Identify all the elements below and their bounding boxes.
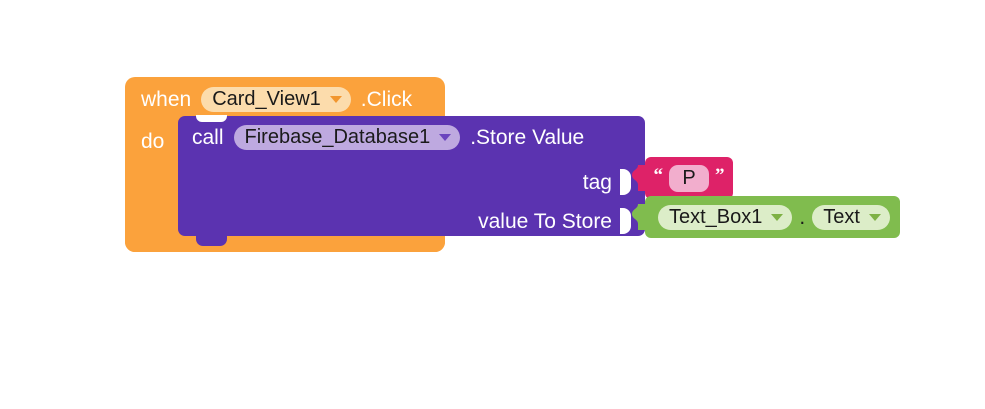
- socket-tag-label: tag: [582, 170, 612, 194]
- text-string-block[interactable]: “ P ”: [632, 157, 733, 199]
- event-do-label: do: [141, 130, 165, 153]
- text-close-quote: ”: [715, 164, 725, 186]
- socket-tag-notch: [620, 169, 631, 195]
- call-component-name: Firebase_Database1: [244, 126, 431, 148]
- getter-separator: .: [799, 205, 806, 229]
- getter-property-name: Text: [823, 205, 860, 228]
- text-value-content: P: [682, 166, 696, 189]
- call-block-header: call Firebase_Database1 .Store Value: [192, 125, 584, 150]
- socket-tag: tag: [583, 169, 631, 195]
- getter-property-dropdown[interactable]: Text: [812, 204, 890, 230]
- call-block-firebase-store-value[interactable]: call Firebase_Database1 .Store Value tag…: [178, 115, 645, 246]
- call-method-name: .Store Value: [470, 126, 585, 149]
- text-open-quote: “: [653, 164, 664, 186]
- call-label: call: [192, 126, 224, 149]
- value-plug-icon: [632, 165, 646, 191]
- call-component-dropdown[interactable]: Firebase_Database1: [233, 125, 461, 150]
- event-component-dropdown[interactable]: Card_View1: [201, 86, 351, 112]
- chevron-down-icon: [329, 95, 342, 103]
- chevron-down-icon: [868, 213, 881, 221]
- statement-bottom-notch: [196, 236, 227, 246]
- getter-component-dropdown[interactable]: Text_Box1: [658, 204, 793, 230]
- event-component-name: Card_View1: [212, 87, 321, 110]
- chevron-down-icon: [439, 134, 452, 141]
- statement-top-notch: [196, 115, 227, 122]
- value-plug-icon: [632, 204, 646, 230]
- text-value-field[interactable]: P: [669, 164, 709, 192]
- socket-value-to-store-notch: [620, 208, 631, 234]
- getter-component-name: Text_Box1: [669, 205, 763, 228]
- event-block-header: when Card_View1 .Click: [125, 77, 445, 121]
- socket-value-to-store: value To Store: [478, 208, 631, 234]
- event-when-label: when: [141, 87, 192, 111]
- event-name-label: .Click: [360, 87, 413, 111]
- chevron-down-icon: [771, 213, 784, 221]
- component-property-getter-block[interactable]: Text_Box1 . Text: [632, 196, 900, 238]
- socket-value-to-store-label: value To Store: [478, 209, 612, 233]
